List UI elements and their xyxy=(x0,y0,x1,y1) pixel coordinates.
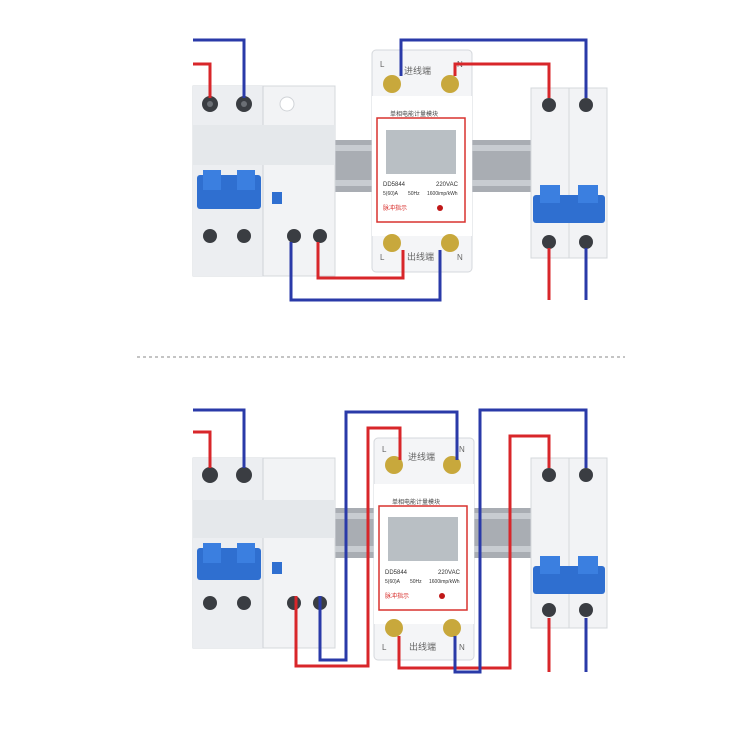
terminal-label-l: L xyxy=(380,60,385,69)
screw-icon xyxy=(579,98,593,112)
meter-constant: 1600imp/kWh xyxy=(429,579,460,585)
live-wire xyxy=(294,426,402,668)
pulse-led-icon xyxy=(437,205,443,211)
screw-icon xyxy=(579,235,593,249)
pulse-led-icon xyxy=(439,593,445,599)
meter-model: DD5844 xyxy=(383,182,406,188)
screw-icon xyxy=(385,619,403,637)
diagram-top: L N 进线端 单相电能计量模块 DD5844 220VAC 5(60)A 50… xyxy=(192,38,608,302)
live-wire xyxy=(193,430,212,468)
meter-frequency: 50Hz xyxy=(408,191,420,197)
screw-icon xyxy=(203,229,217,243)
meter-constant: 1600imp/kWh xyxy=(427,191,458,197)
meter-panel-frame xyxy=(378,505,468,611)
screw-icon xyxy=(441,75,459,93)
screw-icon xyxy=(383,234,401,252)
screw-icon xyxy=(579,603,593,617)
terminal-label-l: L xyxy=(380,253,385,262)
meter-output-label: 出线端 xyxy=(407,251,434,262)
terminal-label-n: N xyxy=(457,253,463,262)
meter-frequency: 50Hz xyxy=(410,579,422,585)
screw-icon xyxy=(313,229,327,243)
right-mcb-breaker xyxy=(530,87,608,259)
test-button-icon xyxy=(279,96,295,112)
neutral-wire xyxy=(318,410,459,662)
screw-icon xyxy=(542,98,556,112)
screw-icon xyxy=(237,229,251,243)
screw-icon xyxy=(443,456,461,474)
left-rcbo-breaker xyxy=(192,85,336,277)
energy-meter: L N 进线端 单相电能计量模块 DD5844 220VAC 5(60)A 50… xyxy=(371,49,473,273)
screw-icon xyxy=(203,596,217,610)
meter-output-label: 出线端 xyxy=(409,641,436,652)
terminal-label-n: N xyxy=(459,445,465,454)
screw-icon xyxy=(542,235,556,249)
wiring-bottom xyxy=(193,408,588,674)
meter-rating: 5(60)A xyxy=(383,191,399,197)
neutral-wire xyxy=(193,38,246,98)
wiring-top xyxy=(193,38,588,302)
meter-voltage: 220VAC xyxy=(436,182,459,188)
terminal-label-n: N xyxy=(459,643,465,652)
screw-icon xyxy=(287,596,301,610)
screw-icon xyxy=(287,229,301,243)
screw-icon xyxy=(542,603,556,617)
meter-title: 单相电能计量模块 xyxy=(392,498,440,506)
neutral-wire xyxy=(453,408,588,674)
screw-icon xyxy=(579,468,593,482)
screw-icon xyxy=(441,234,459,252)
screw-icon xyxy=(237,596,251,610)
energy-meter: L N 进线端 单相电能计量模块 DD5844 220VAC 5(60)A 50… xyxy=(373,437,475,661)
meter-title: 单相电能计量模块 xyxy=(390,110,438,118)
screw-icon xyxy=(236,467,252,483)
pulse-label: 脉冲指示 xyxy=(385,592,409,600)
left-rcbo-breaker xyxy=(192,457,336,649)
meter-voltage: 220VAC xyxy=(438,570,461,576)
live-wire xyxy=(397,434,551,670)
meter-panel-frame xyxy=(376,117,466,223)
terminal-label-l: L xyxy=(382,643,387,652)
live-wire xyxy=(453,62,551,98)
right-mcb-breaker xyxy=(530,457,608,629)
screw-icon xyxy=(443,619,461,637)
neutral-wire xyxy=(289,242,442,302)
diagram-bottom: L N 进线端 单相电能计量模块 DD5844 220VAC 5(60)A 50… xyxy=(192,408,608,674)
screw-icon xyxy=(542,468,556,482)
meter-input-label: 进线端 xyxy=(404,65,431,76)
neutral-wire xyxy=(193,408,246,468)
live-wire xyxy=(193,62,212,98)
pulse-label: 脉冲指示 xyxy=(383,204,407,212)
screw-icon xyxy=(385,456,403,474)
meter-model: DD5844 xyxy=(385,570,408,576)
meter-input-label: 进线端 xyxy=(408,451,435,462)
lcd-display xyxy=(388,517,458,561)
screw-icon xyxy=(202,467,218,483)
neutral-wire xyxy=(399,38,588,98)
lcd-display xyxy=(386,130,456,174)
live-wire xyxy=(316,242,405,280)
terminal-label-l: L xyxy=(382,445,387,454)
meter-rating: 5(60)A xyxy=(385,579,401,585)
screw-icon xyxy=(383,75,401,93)
